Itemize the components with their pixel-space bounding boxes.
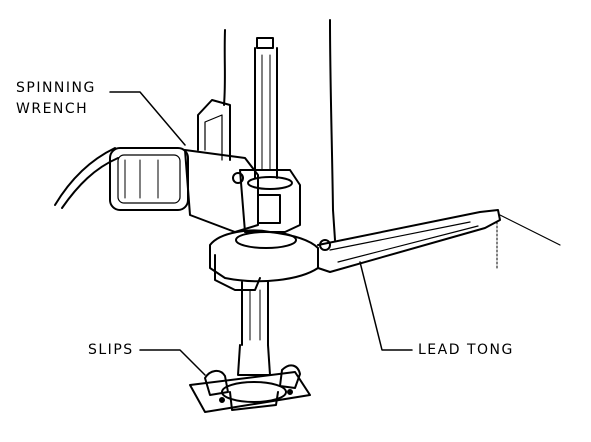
lower-pipe <box>237 281 271 376</box>
spinning-wrench-label-line2: WRENCH <box>16 101 89 117</box>
lead-tong-label: LEAD TONG <box>418 342 514 358</box>
spinning-wrench-label: SPINNING <box>16 80 96 96</box>
drill-pipe <box>254 37 278 179</box>
slips-and-table <box>189 364 311 413</box>
spinning-wrench <box>54 99 301 233</box>
slips-label: SLIPS <box>88 342 134 358</box>
leader-lines <box>109 91 413 376</box>
lead-tong <box>209 209 561 291</box>
suspension-lines <box>223 19 336 241</box>
